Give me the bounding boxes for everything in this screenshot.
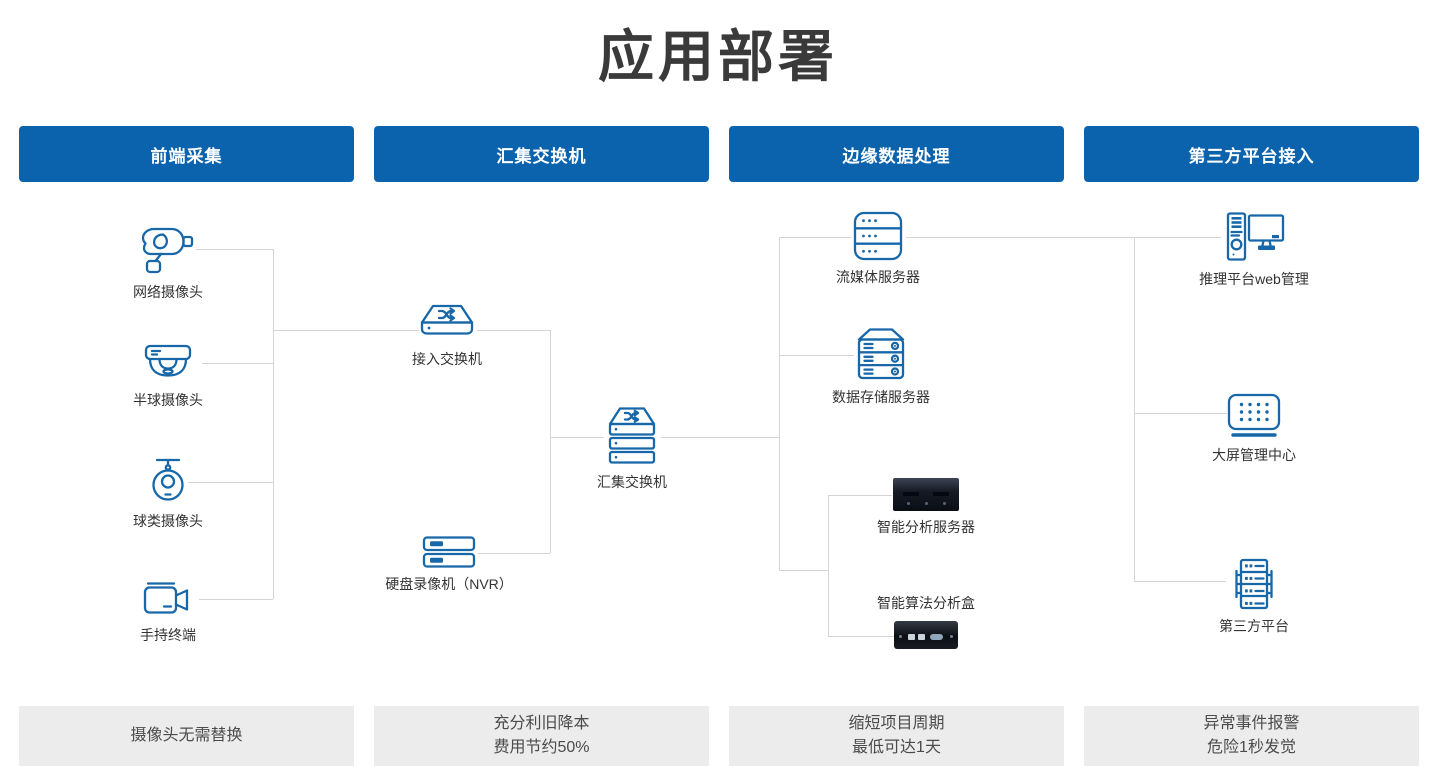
- node-network-camera: 网络摄像头: [83, 224, 253, 302]
- network-switch-icon: [416, 303, 478, 343]
- benefit-line: 费用节约50%: [493, 739, 590, 756]
- node-analysis-server: 智能分析服务器: [841, 478, 1011, 537]
- node-label: 网络摄像头: [133, 284, 203, 300]
- node-access-switch: 接入交换机: [362, 303, 532, 369]
- server-rack-icon: [1227, 558, 1281, 610]
- connector-line: [199, 599, 273, 600]
- page-title: 应用部署: [598, 25, 838, 88]
- benefit-line: 充分利旧降本: [493, 715, 590, 732]
- nvr-recorder-icon: [421, 536, 477, 568]
- benefit-line: 危险1秒发觉: [1207, 739, 1296, 756]
- node-storage-server: 数据存储服务器: [796, 327, 966, 407]
- connector-line: [550, 330, 551, 553]
- led-screen-icon: [1224, 393, 1284, 439]
- connector-line: [196, 249, 273, 250]
- benefit-line: 摄像头无需替换: [130, 727, 243, 744]
- node-label: 智能分析服务器: [877, 519, 975, 535]
- node-media-server: 流媒体服务器: [793, 211, 963, 287]
- node-label: 手持终端: [140, 627, 196, 643]
- desktop-computer-icon: [1222, 211, 1286, 263]
- benefit-card-alarm: 异常事件报警 危险1秒发觉: [1084, 706, 1419, 766]
- connector-line: [1134, 237, 1135, 581]
- benefit-card-cost: 充分利旧降本 费用节约50%: [374, 706, 709, 766]
- ptz-ball-camera-icon: [144, 457, 192, 505]
- node-third-party: 第三方平台: [1169, 558, 1339, 636]
- benefit-card-frontend: 摄像头无需替换: [19, 706, 354, 766]
- connector-line: [779, 355, 854, 356]
- node-label: 接入交换机: [412, 351, 482, 367]
- connector-line: [1134, 413, 1227, 414]
- connector-line: [550, 437, 604, 438]
- node-label: 硬盘录像机（NVR）: [385, 576, 513, 592]
- node-label: 第三方平台: [1219, 618, 1289, 634]
- node-nvr: 硬盘录像机（NVR）: [364, 536, 534, 594]
- section-header-aggregation-switch[interactable]: 汇集交换机: [374, 126, 709, 182]
- node-label: 汇集交换机: [597, 474, 667, 490]
- connector-line: [779, 237, 780, 570]
- dome-camera-icon: [137, 344, 199, 384]
- connector-line: [828, 495, 892, 496]
- node-label: 球类摄像头: [133, 513, 203, 529]
- connector-line: [202, 363, 273, 364]
- rack-server-photo: [893, 478, 959, 511]
- node-dome-camera: 半球摄像头: [83, 344, 253, 410]
- connector-line: [478, 553, 550, 554]
- section-header-third-party-access[interactable]: 第三方平台接入: [1084, 126, 1419, 182]
- benefit-card-schedule: 缩短项目周期 最低可达1天: [729, 706, 1064, 766]
- benefit-line: 异常事件报警: [1203, 715, 1300, 732]
- node-algo-box: 智能算法分析盒: [841, 593, 1011, 649]
- connector-line: [1134, 581, 1226, 582]
- connector-line: [188, 482, 273, 483]
- node-handheld-terminal: 手持终端: [83, 581, 253, 645]
- stacked-switch-icon: [601, 406, 663, 466]
- video-camera-icon: [141, 581, 195, 619]
- node-label: 智能算法分析盒: [877, 595, 975, 611]
- connector-line: [779, 570, 828, 571]
- node-label: 半球摄像头: [133, 392, 203, 408]
- analysis-box-photo: [894, 621, 958, 649]
- node-big-screen: 大屏管理中心: [1169, 393, 1339, 465]
- section-header-edge-processing[interactable]: 边缘数据处理: [729, 126, 1064, 182]
- connector-line: [906, 237, 1134, 238]
- node-aggregation-switch: 汇集交换机: [547, 406, 717, 492]
- node-label: 流媒体服务器: [836, 269, 920, 285]
- connector-line: [273, 249, 274, 599]
- storage-server-icon: [852, 327, 910, 381]
- server-stack-icon: [852, 211, 904, 261]
- benefit-line: 缩短项目周期: [848, 715, 945, 732]
- section-header-frontend-capture[interactable]: 前端采集: [19, 126, 354, 182]
- connector-line: [477, 330, 550, 331]
- node-label: 推理平台web管理: [1199, 271, 1309, 287]
- benefit-line: 最低可达1天: [852, 739, 941, 756]
- connector-line: [1134, 237, 1221, 238]
- connector-line: [661, 437, 779, 438]
- connector-line: [273, 330, 419, 331]
- connector-line: [779, 237, 851, 238]
- node-inference-web: 推理平台web管理: [1169, 211, 1339, 289]
- bullet-camera-icon: [138, 224, 198, 276]
- node-label: 数据存储服务器: [832, 389, 930, 405]
- node-label: 大屏管理中心: [1212, 447, 1296, 463]
- connector-line: [828, 495, 829, 636]
- connector-line: [828, 636, 894, 637]
- node-ball-camera: 球类摄像头: [83, 457, 253, 531]
